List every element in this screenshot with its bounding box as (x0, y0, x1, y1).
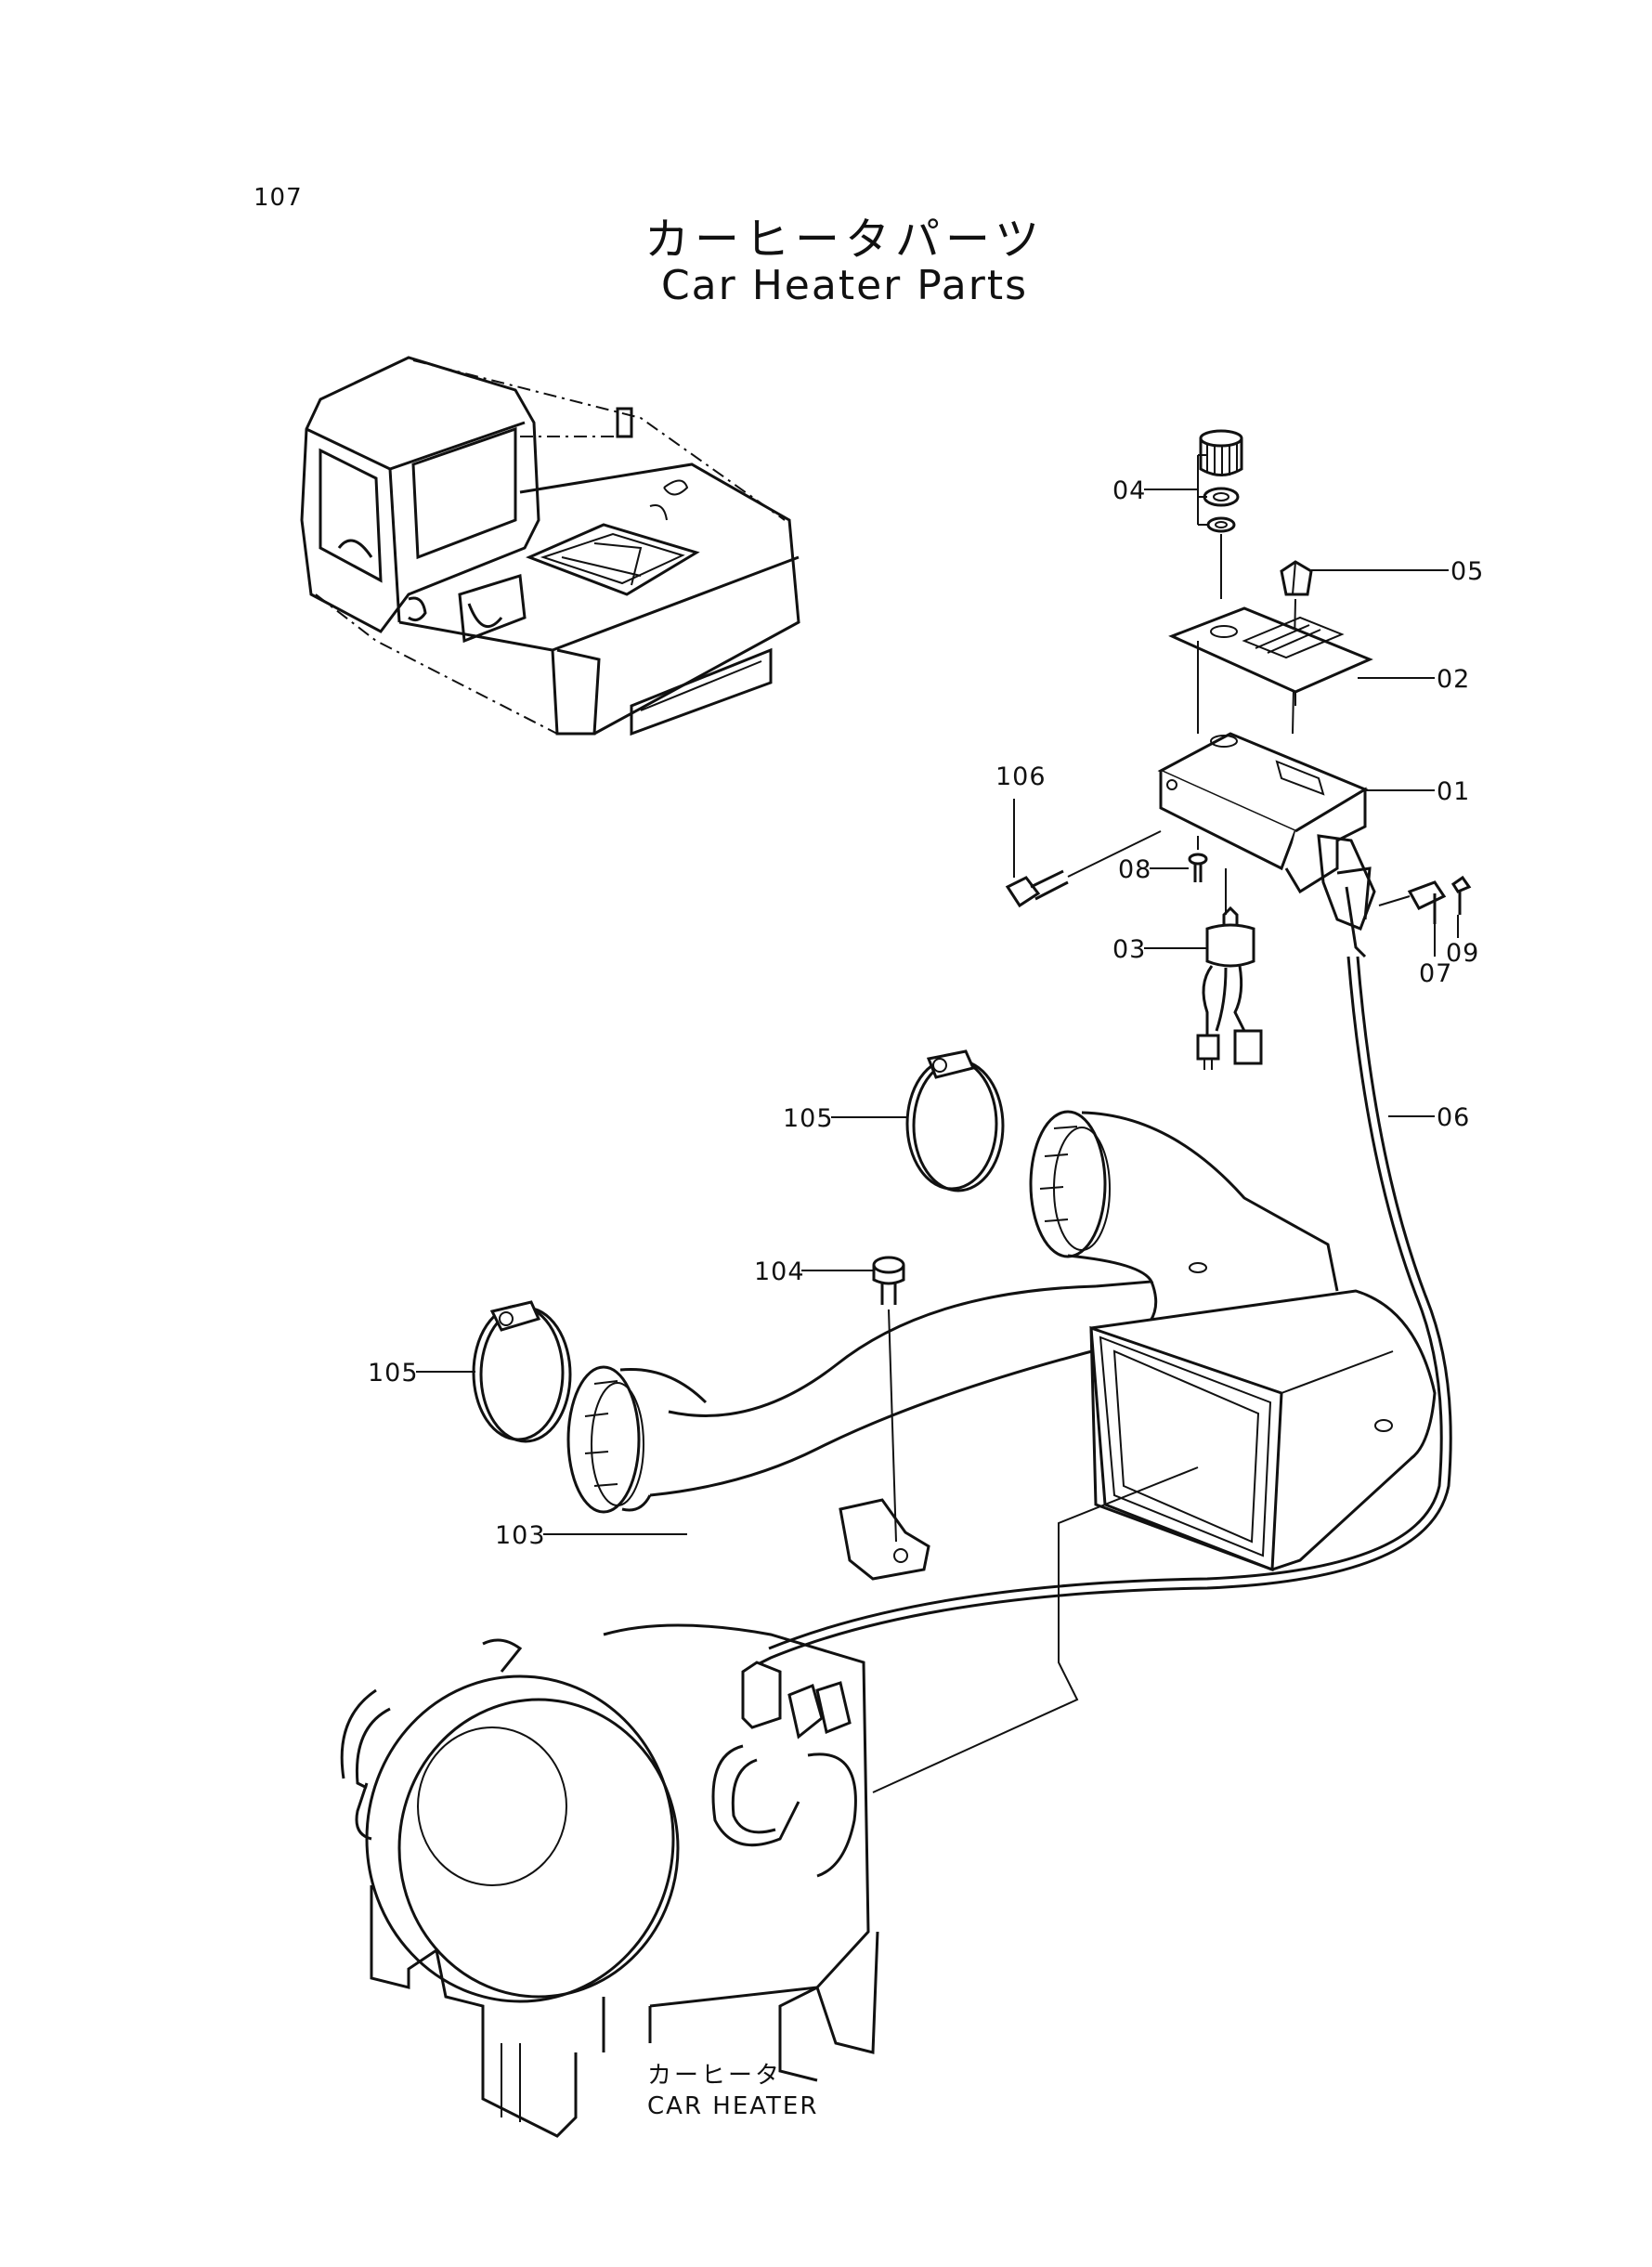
bracket-01 (1157, 732, 1376, 958)
panel-plate-02 (1168, 606, 1373, 734)
bolt-106 (1005, 830, 1162, 908)
callout-01: 01 (1437, 777, 1471, 806)
callout-02: 02 (1437, 665, 1471, 694)
knob-04 (1199, 429, 1243, 599)
callout-09: 09 (1446, 939, 1480, 968)
callout-106: 106 (995, 762, 1047, 791)
callout-104: 104 (754, 1257, 805, 1286)
callout-leaders (416, 454, 1459, 1535)
title-english: Car Heater Parts (660, 262, 1029, 309)
car-heater-label-english: CAR HEATER (647, 2092, 819, 2120)
clip-07 (1378, 880, 1447, 924)
callout-105-lower: 105 (368, 1359, 419, 1388)
hose-band-105-upper (905, 1049, 1005, 1192)
callout-103: 103 (495, 1521, 546, 1550)
callout-105-upper: 105 (783, 1104, 834, 1133)
callout-04: 04 (1112, 476, 1147, 505)
callout-06: 06 (1437, 1103, 1471, 1132)
car-heater-unit (340, 1623, 879, 2138)
screw-08 (1188, 836, 1208, 882)
switch-03 (1196, 868, 1263, 1070)
excavator-overview (300, 356, 800, 736)
callout-05: 05 (1450, 557, 1485, 586)
control-cable-06 (751, 956, 1452, 1669)
leader-duct-to-heater (872, 1466, 1199, 1793)
bolt-104 (872, 1256, 905, 1543)
callout-03: 03 (1112, 935, 1147, 964)
title-japanese: カーヒータパーツ (644, 214, 1046, 266)
duct-103 (566, 1110, 1437, 1581)
callout-07: 07 (1419, 959, 1453, 988)
lever-knob-05 (1280, 560, 1313, 735)
car-heater-label-japanese: カーヒータ (647, 2062, 783, 2090)
hose-band-105-lower (472, 1300, 572, 1443)
page-number: 107 (254, 184, 303, 212)
screw-09 (1450, 875, 1472, 915)
callout-08: 08 (1118, 855, 1152, 884)
